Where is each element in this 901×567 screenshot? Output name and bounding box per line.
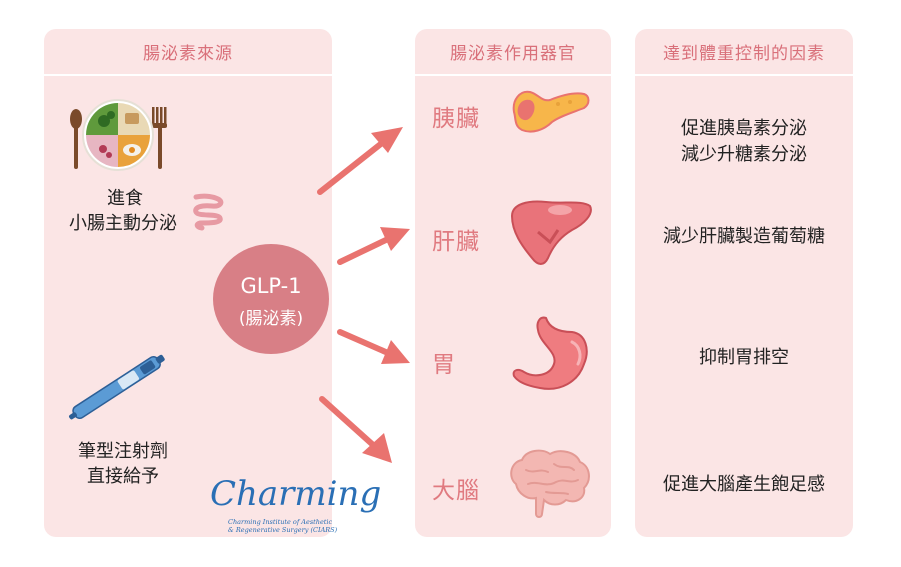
divider [415,74,611,76]
effect-pancreas-line1: 促進胰島素分泌 [681,118,807,139]
direct-admin-label: 直接給予 [87,466,159,487]
arrow-to-liver [337,236,391,265]
organ-label-stomach: 胃 [432,352,456,378]
brain-icon [510,449,590,518]
organs-panel: 腸泌素作用器官 [415,29,611,537]
pancreas-icon [512,90,590,133]
effect-stomach: 抑制胃排空 [699,347,789,368]
arrow-head-liver [380,227,410,251]
pen-label: 筆型注射劑 [78,441,168,462]
arrow-head-brain [362,433,392,463]
logo-subtitle-1: Charming Institute of Aesthetic [228,518,333,526]
glp1-circle: GLP-1 (腸泌素) [213,244,329,354]
organ-label-pancreas: 胰臟 [432,106,480,132]
organs-panel-title: 腸泌素作用器官 [450,44,576,64]
effect-pancreas-line2: 減少升糖素分泌 [681,144,807,165]
glp1-label: GLP-1 [240,274,302,298]
effects-panel: 達到體重控制的因素 促進胰島素分泌 減少升糖素分泌 減少肝臟製造葡萄糖 抑制胃排… [635,29,853,537]
source-panel-title: 腸泌素來源 [143,44,233,64]
intestine-icon [193,193,224,231]
arrow-to-stomach [337,329,391,356]
logo-subtitle-2: & Regenerative Surgery (CIARS) [228,526,338,534]
injection-pen-icon [69,354,165,420]
eating-label: 進食 [107,188,143,209]
effect-brain: 促進大腦產生飽足感 [663,474,825,495]
arrow-to-brain [319,396,375,447]
liver-icon [510,200,592,265]
meal-plate-icon [70,99,167,171]
divider [635,74,853,76]
logo-wordmark: Charming [210,474,382,514]
effect-liver: 減少肝臟製造葡萄糖 [663,226,825,247]
divider [44,74,332,76]
arrow-head-pancreas [371,127,403,153]
glp1-sublabel: (腸泌素) [238,309,304,329]
intestine-secretion-label: 小腸主動分泌 [69,213,177,234]
arrow-head-stomach [381,340,410,364]
effects-panel-title: 達到體重控制的因素 [663,44,825,64]
charming-logo: Charming Charming Institute of Aesthetic… [210,474,381,536]
organ-label-liver: 肝臟 [432,229,480,255]
arrow-to-pancreas [317,140,385,195]
organ-label-brain: 大腦 [432,478,480,504]
stomach-icon [512,316,588,390]
